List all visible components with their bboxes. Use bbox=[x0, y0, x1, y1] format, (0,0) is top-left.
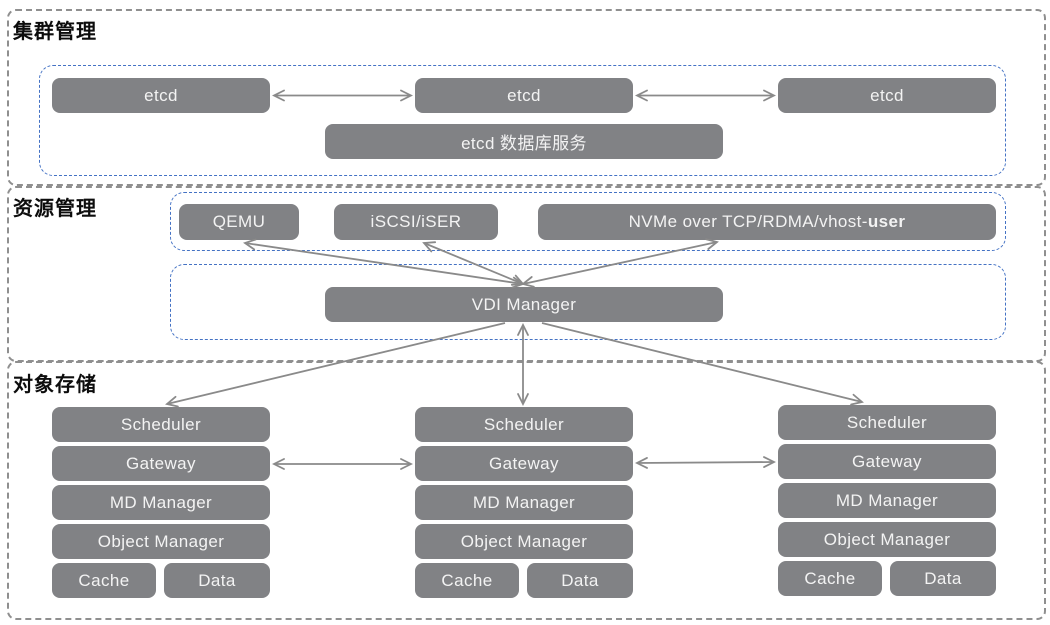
etcd-db-service-box: etcd 数据库服务 bbox=[325, 124, 723, 159]
storage2-gateway-box: Gateway bbox=[415, 446, 633, 481]
etcd-node-2: etcd bbox=[415, 78, 633, 113]
storage1-scheduler-label: Scheduler bbox=[120, 414, 202, 434]
etcd-db-service-label: etcd 数据库服务 bbox=[461, 134, 587, 153]
storage1-cache-label: Cache bbox=[78, 570, 130, 590]
storage1-gateway-box: Gateway bbox=[52, 446, 270, 481]
storage1-data-box: Data bbox=[164, 563, 270, 598]
nvme-label-bold: user bbox=[867, 212, 906, 231]
storage2-scheduler-box: Scheduler bbox=[415, 407, 633, 442]
storage2-scheduler-label: Scheduler bbox=[483, 414, 565, 434]
vdi-manager-box: VDI Manager bbox=[325, 287, 723, 322]
nvme-label: NVMe over TCP/RDMA/vhost- bbox=[628, 212, 868, 231]
storage2-gateway-label: Gateway bbox=[489, 453, 559, 473]
storage3-object-manager-label: Object Manager bbox=[823, 529, 951, 549]
storage1-data-label: Data bbox=[198, 570, 236, 590]
storage2-data-label: Data bbox=[561, 570, 599, 590]
storage1-cache-box: Cache bbox=[52, 563, 156, 598]
storage3-cache-label: Cache bbox=[804, 568, 856, 588]
cluster-management-section bbox=[7, 9, 1046, 186]
storage3-md-manager-box: MD Manager bbox=[778, 483, 996, 518]
storage3-data-label: Data bbox=[924, 568, 962, 588]
qemu-label: QEMU bbox=[212, 212, 266, 231]
iscsi-iser-box: iSCSI/iSER bbox=[334, 204, 498, 240]
storage3-md-manager-label: MD Manager bbox=[835, 490, 939, 510]
nvme-box: NVMe over TCP/RDMA/vhost-user bbox=[538, 204, 996, 240]
storage-section-title: 对象存储 bbox=[13, 374, 97, 396]
storage2-cache-box: Cache bbox=[415, 563, 519, 598]
storage2-object-manager-label: Object Manager bbox=[460, 531, 588, 551]
storage1-scheduler-box: Scheduler bbox=[52, 407, 270, 442]
storage1-object-manager-box: Object Manager bbox=[52, 524, 270, 559]
storage3-gateway-label: Gateway bbox=[852, 451, 922, 471]
storage2-cache-label: Cache bbox=[441, 570, 493, 590]
storage3-object-manager-box: Object Manager bbox=[778, 522, 996, 557]
storage2-data-box: Data bbox=[527, 563, 633, 598]
etcd-node-1-label: etcd bbox=[144, 85, 178, 105]
storage3-data-box: Data bbox=[890, 561, 996, 596]
vdi-manager-label: VDI Manager bbox=[471, 294, 577, 314]
storage3-cache-box: Cache bbox=[778, 561, 882, 596]
storage3-gateway-box: Gateway bbox=[778, 444, 996, 479]
storage2-md-manager-label: MD Manager bbox=[472, 492, 576, 512]
storage1-md-manager-label: MD Manager bbox=[109, 492, 213, 512]
etcd-node-3: etcd bbox=[778, 78, 996, 113]
etcd-node-2-label: etcd bbox=[507, 85, 541, 105]
etcd-cluster-container bbox=[39, 65, 1006, 176]
storage3-scheduler-label: Scheduler bbox=[846, 412, 928, 432]
storage2-object-manager-box: Object Manager bbox=[415, 524, 633, 559]
cluster-section-title: 集群管理 bbox=[13, 21, 97, 43]
storage1-object-manager-label: Object Manager bbox=[97, 531, 225, 551]
resource-section-title: 资源管理 bbox=[13, 198, 97, 220]
iscsi-iser-label: iSCSI/iSER bbox=[370, 212, 462, 231]
storage2-md-manager-box: MD Manager bbox=[415, 485, 633, 520]
qemu-box: QEMU bbox=[179, 204, 299, 240]
etcd-node-1: etcd bbox=[52, 78, 270, 113]
etcd-node-3-label: etcd bbox=[870, 85, 904, 105]
storage1-gateway-label: Gateway bbox=[126, 453, 196, 473]
storage1-md-manager-box: MD Manager bbox=[52, 485, 270, 520]
storage3-scheduler-box: Scheduler bbox=[778, 405, 996, 440]
